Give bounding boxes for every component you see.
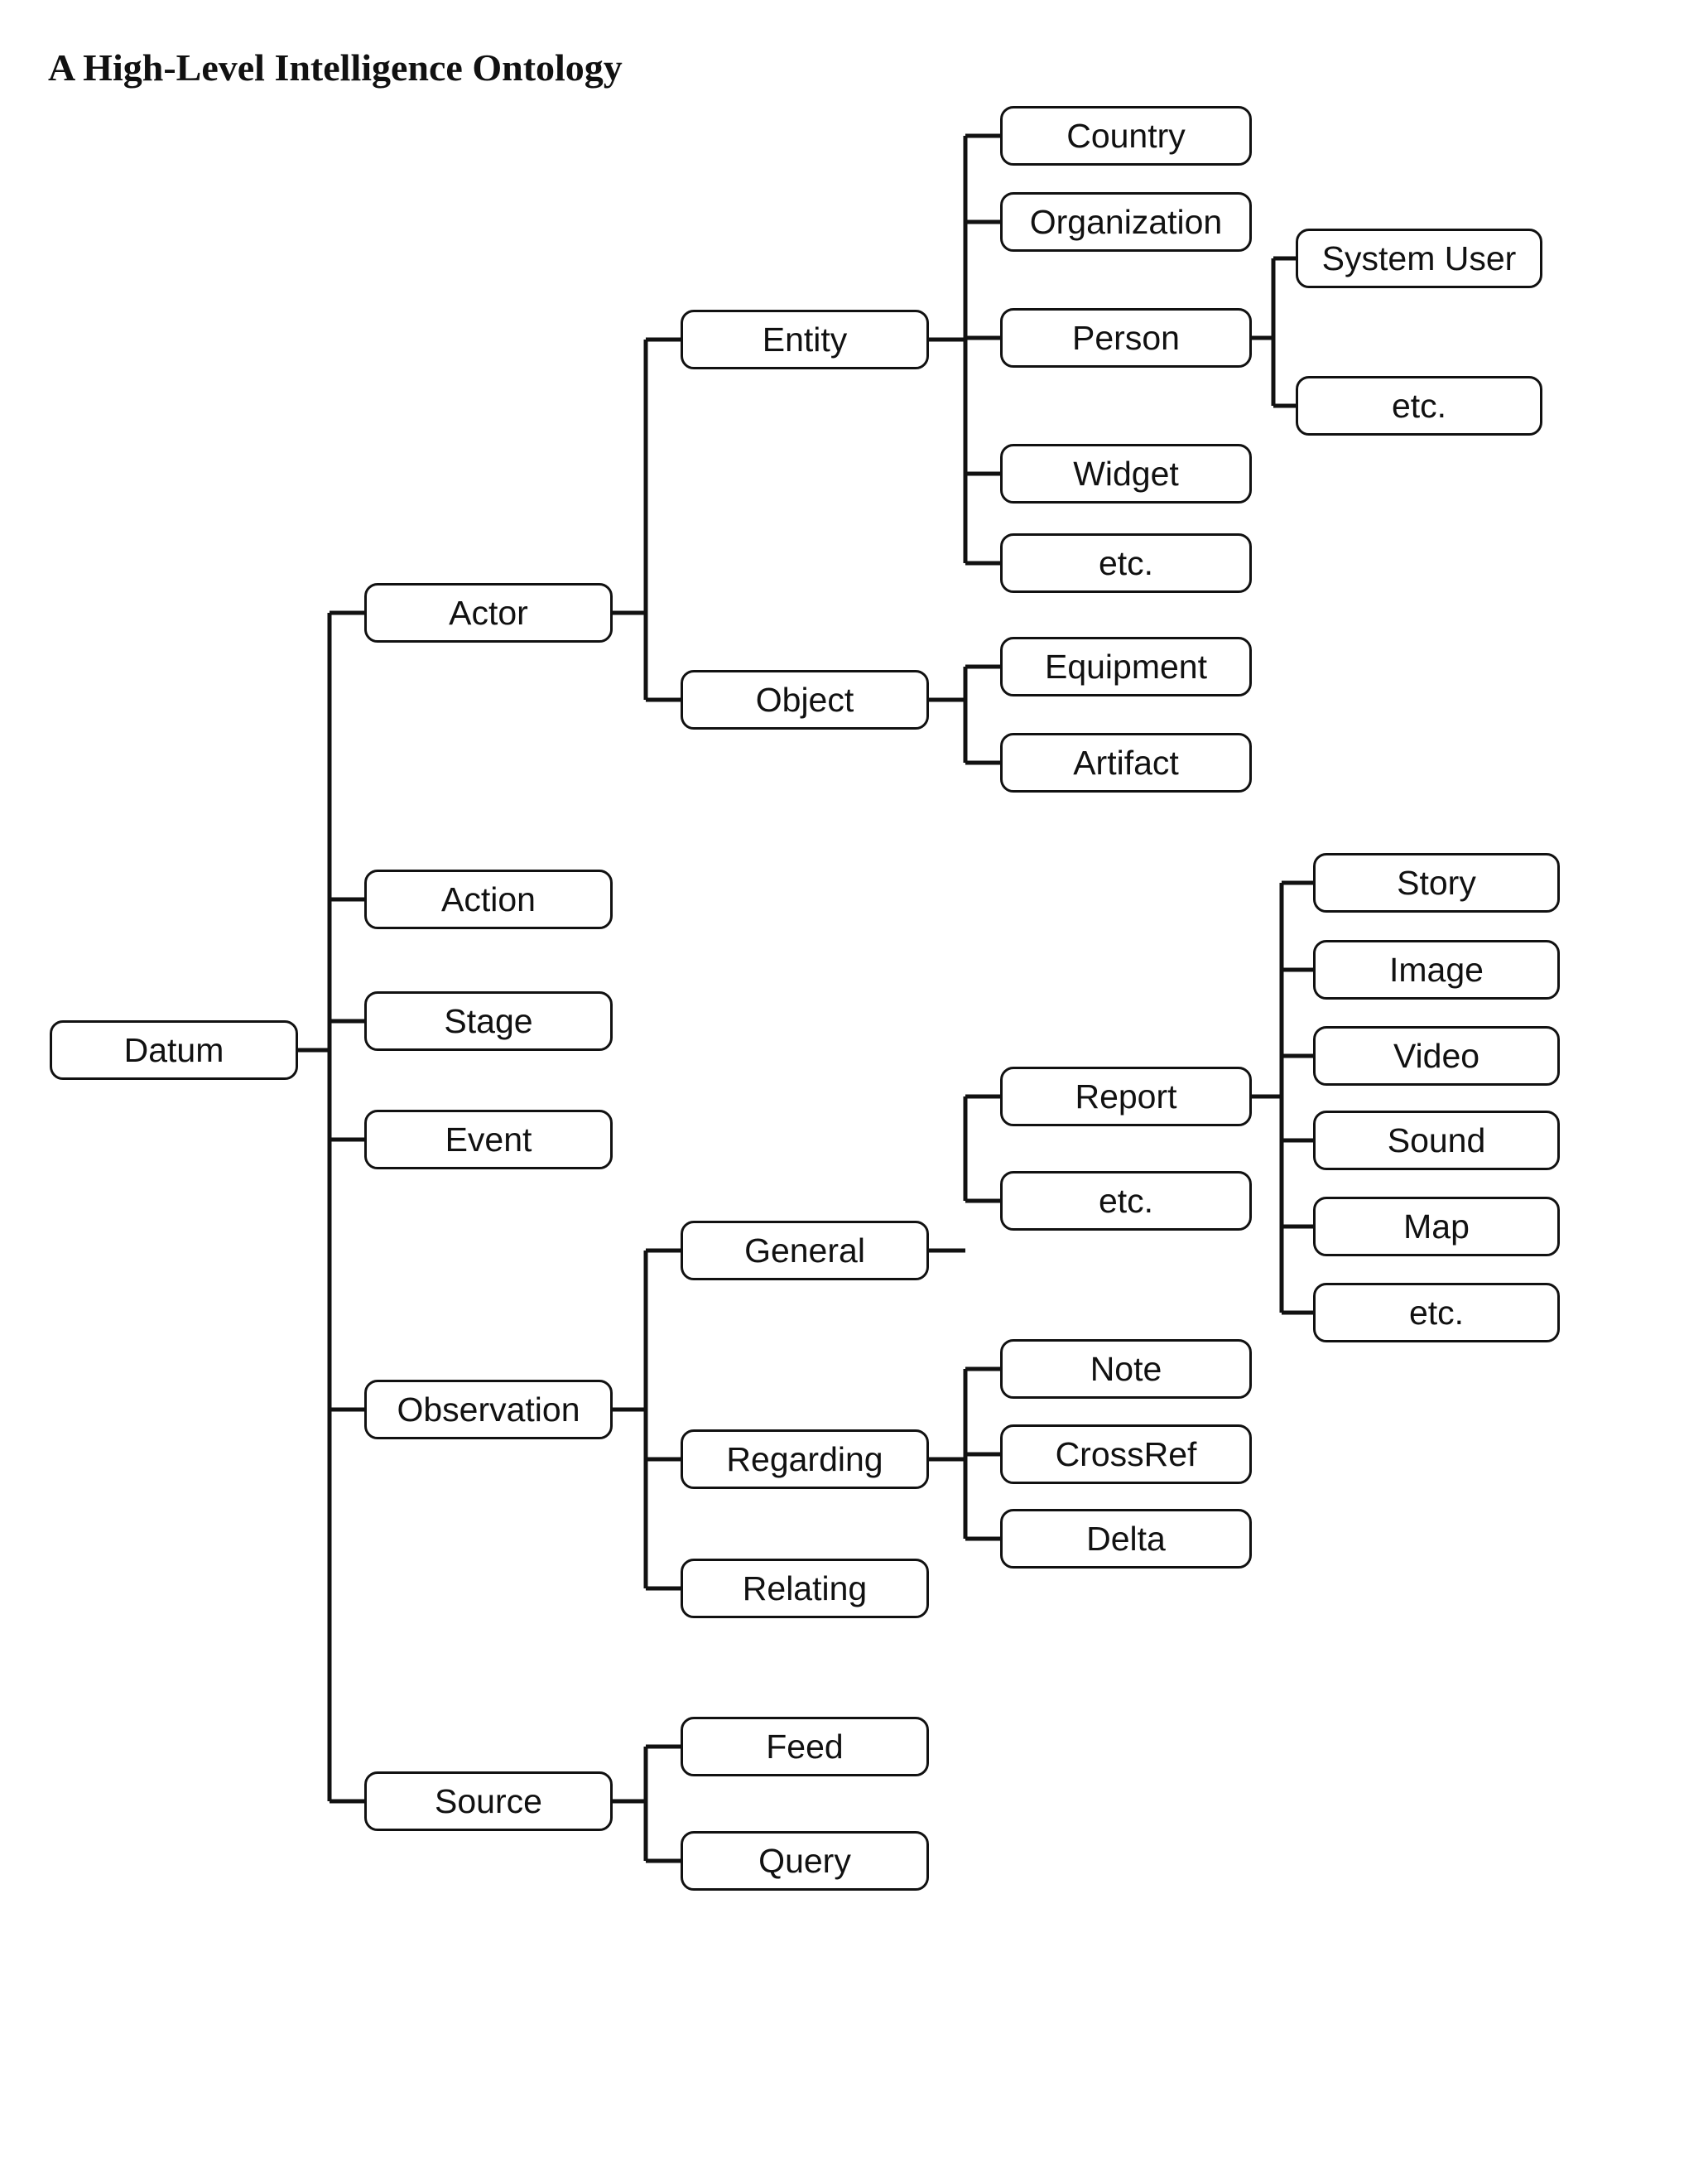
node-report-etc: etc.: [1313, 1283, 1560, 1342]
node-map: Map: [1313, 1197, 1560, 1256]
node-datum: Datum: [50, 1020, 298, 1080]
node-event-label: Event: [445, 1120, 532, 1159]
node-query: Query: [681, 1831, 929, 1891]
node-note: Note: [1000, 1339, 1252, 1399]
connector-observation: [613, 1251, 681, 1588]
node-action-label: Action: [441, 880, 536, 919]
node-general-etc-label: etc.: [1099, 1182, 1153, 1221]
node-system-user-label: System User: [1322, 239, 1517, 278]
connector-general: [929, 1096, 1000, 1251]
node-video: Video: [1313, 1026, 1560, 1086]
node-delta-label: Delta: [1086, 1520, 1166, 1559]
node-crossref: CrossRef: [1000, 1424, 1252, 1484]
node-widget: Widget: [1000, 444, 1252, 504]
node-relating: Relating: [681, 1559, 929, 1618]
node-feed-label: Feed: [766, 1728, 843, 1766]
node-crossref-label: CrossRef: [1056, 1435, 1197, 1474]
connector-datum: [298, 613, 364, 1801]
node-source-label: Source: [435, 1782, 542, 1821]
node-story-label: Story: [1397, 864, 1476, 903]
node-system-user: System User: [1296, 229, 1542, 288]
node-person: Person: [1000, 308, 1252, 368]
connector-object: [929, 667, 1000, 763]
node-story: Story: [1313, 853, 1560, 913]
node-person-etc-label: etc.: [1392, 387, 1446, 426]
node-equipment-label: Equipment: [1045, 648, 1207, 687]
connector-regarding: [929, 1369, 1000, 1539]
node-person-label: Person: [1072, 319, 1180, 358]
node-organization-label: Organization: [1030, 203, 1222, 242]
node-event: Event: [364, 1110, 613, 1169]
node-image-label: Image: [1389, 951, 1484, 990]
node-relating-label: Relating: [743, 1569, 867, 1608]
node-entity-etc: etc.: [1000, 533, 1252, 593]
connector-actor: [613, 340, 681, 700]
node-actor-label: Actor: [449, 594, 528, 633]
connector-entity: [929, 136, 1000, 563]
node-actor: Actor: [364, 583, 613, 643]
node-general-label: General: [744, 1231, 865, 1270]
node-note-label: Note: [1090, 1350, 1162, 1389]
connector-source: [613, 1747, 681, 1861]
node-object-label: Object: [756, 681, 854, 720]
node-report-label: Report: [1075, 1077, 1176, 1116]
node-stage-label: Stage: [444, 1002, 532, 1041]
node-video-label: Video: [1393, 1037, 1479, 1076]
node-widget-label: Widget: [1073, 455, 1179, 494]
node-regarding: Regarding: [681, 1429, 929, 1489]
node-general: General: [681, 1221, 929, 1280]
node-sound-label: Sound: [1388, 1121, 1486, 1160]
node-entity-etc-label: etc.: [1099, 544, 1153, 583]
node-action: Action: [364, 870, 613, 929]
node-map-label: Map: [1403, 1207, 1470, 1246]
node-source: Source: [364, 1771, 613, 1831]
node-equipment: Equipment: [1000, 637, 1252, 696]
node-regarding-label: Regarding: [726, 1440, 883, 1479]
node-person-etc: etc.: [1296, 376, 1542, 436]
node-general-etc: etc.: [1000, 1171, 1252, 1231]
node-query-label: Query: [758, 1842, 851, 1881]
node-report-etc-label: etc.: [1409, 1294, 1464, 1333]
node-feed: Feed: [681, 1717, 929, 1776]
node-image: Image: [1313, 940, 1560, 1000]
node-observation-label: Observation: [397, 1390, 580, 1429]
connector-report: [1252, 883, 1313, 1313]
node-stage: Stage: [364, 991, 613, 1051]
node-entity-label: Entity: [763, 320, 848, 359]
connector-person: [1252, 258, 1296, 406]
node-organization: Organization: [1000, 192, 1252, 252]
node-entity: Entity: [681, 310, 929, 369]
node-datum-label: Datum: [124, 1031, 224, 1070]
node-report: Report: [1000, 1067, 1252, 1126]
node-delta: Delta: [1000, 1509, 1252, 1569]
node-observation: Observation: [364, 1380, 613, 1439]
node-country: Country: [1000, 106, 1252, 166]
node-artifact-label: Artifact: [1073, 744, 1179, 783]
node-artifact: Artifact: [1000, 733, 1252, 793]
node-sound: Sound: [1313, 1111, 1560, 1170]
node-country-label: Country: [1066, 117, 1186, 156]
node-object: Object: [681, 670, 929, 730]
